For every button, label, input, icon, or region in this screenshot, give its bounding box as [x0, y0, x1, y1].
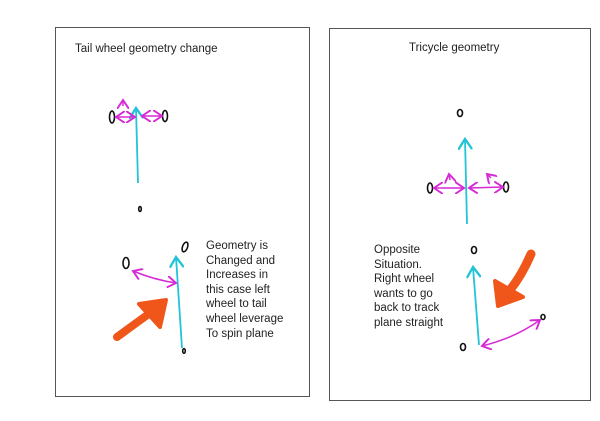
- force-arrow: [487, 174, 491, 178]
- tail-wheel-icon: [181, 347, 187, 355]
- force-arrow: [133, 271, 176, 283]
- left-main-wheel-icon: [426, 182, 434, 194]
- force-arrow: [469, 187, 503, 188]
- heading-arrow: [465, 139, 467, 225]
- tail-wheel-icon: [137, 205, 143, 213]
- right-main-wheel-icon: [540, 313, 546, 321]
- rotation-big-arrow-head: [137, 298, 168, 329]
- right-main-wheel-icon: [161, 109, 169, 123]
- tricycle-title: Tricycle geometry: [409, 42, 500, 54]
- tricycle-note: Opposite Situation. Right wheel wants to…: [374, 244, 444, 329]
- force-arrow: [449, 174, 450, 180]
- heading-arrow: [176, 257, 182, 349]
- tricycle-panel: [329, 28, 591, 401]
- wheels: [108, 108, 546, 355]
- tail-wheel-panel: [55, 27, 310, 397]
- left-main-wheel-icon: [459, 342, 467, 352]
- force-arrow: [482, 320, 540, 346]
- left-main-wheel-icon: [122, 256, 130, 270]
- tail-wheel-title: Tail wheel geometry change: [75, 43, 218, 55]
- tail-wheel-note: Geometry is Changed and Increases in thi…: [206, 240, 284, 340]
- rotation-big-arrow: [505, 249, 536, 295]
- left-main-wheel-icon: [108, 110, 116, 124]
- nose-wheel-icon: [456, 108, 464, 118]
- rotation-big-arrow-head: [493, 279, 525, 308]
- nose-wheel-icon: [470, 245, 478, 255]
- rotation-big-arrow: [113, 309, 154, 341]
- right-main-wheel-icon: [181, 241, 189, 253]
- heading-arrow: [136, 108, 138, 184]
- right-main-wheel-icon: [502, 181, 510, 193]
- heading-arrow: [473, 267, 479, 346]
